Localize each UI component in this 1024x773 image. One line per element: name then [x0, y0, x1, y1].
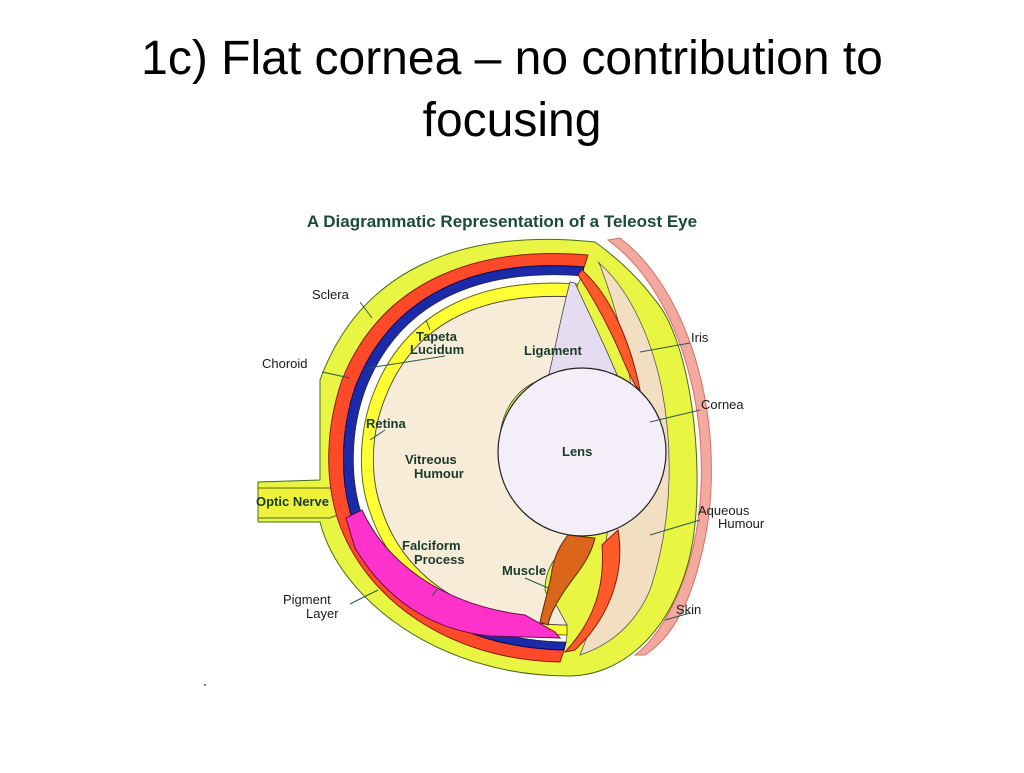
label-retina: Retina [366, 416, 407, 431]
label-lens: Lens [562, 444, 592, 459]
leader-lines [321, 301, 701, 621]
label-ligament: Ligament [524, 343, 582, 358]
label-pigment-line1: Pigment [283, 592, 331, 607]
iris-upper [577, 269, 641, 392]
stray-dot [204, 684, 206, 686]
label-tapeta-line2: Lucidum [410, 342, 464, 357]
label-vitreous-line1: Vitreous [405, 452, 457, 467]
skin-layer [606, 237, 712, 656]
label-iris: Iris [691, 330, 709, 345]
slide-title-line1: 1c) Flat cornea – no contribution to [141, 32, 883, 85]
label-falciform-line2: Process [414, 552, 465, 567]
label-vitreous-line2: Humour [414, 466, 464, 481]
slide-title-line2: focusing [422, 94, 602, 147]
label-aqueous-line1: Aqueous [698, 503, 750, 518]
iris-lower [563, 529, 621, 653]
label-aqueous-line2: Humour [718, 516, 765, 531]
falciform-process [345, 509, 562, 639]
label-falciform-line1: Falciform [402, 538, 461, 553]
diagram-title: A Diagrammatic Representation of a Teleo… [307, 212, 697, 231]
slide-title: 1c) Flat cornea – no contribution to foc… [60, 28, 964, 152]
label-skin: Skin [676, 602, 701, 617]
label-sclera: Sclera [312, 287, 350, 302]
label-choroid: Choroid [262, 356, 308, 371]
label-optic-nerve: Optic Nerve [256, 494, 329, 509]
label-tapeta-line1: Tapeta [416, 329, 458, 344]
label-pigment-line2: Layer [306, 606, 339, 621]
muscle [539, 534, 596, 626]
lens [497, 367, 667, 537]
label-muscle: Muscle [502, 563, 546, 578]
label-cornea: Cornea [701, 397, 744, 412]
